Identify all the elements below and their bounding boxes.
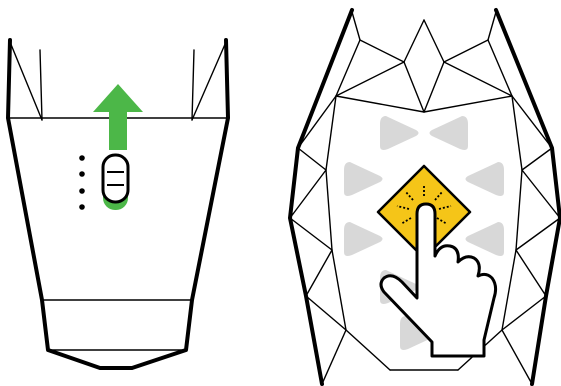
dot-3 bbox=[79, 188, 85, 194]
dot-indicators bbox=[79, 155, 85, 210]
left-device bbox=[6, 38, 230, 370]
dot-4 bbox=[79, 204, 85, 210]
up-arrow-icon bbox=[93, 84, 143, 150]
left-device-outline bbox=[6, 38, 230, 370]
hint-arrow-bottom-right bbox=[400, 316, 439, 350]
press-burst-icon bbox=[396, 184, 452, 225]
hint-arrow-mid-right bbox=[465, 162, 504, 196]
hint-arrow-low-right bbox=[465, 222, 504, 256]
hint-arrow-top-right bbox=[429, 116, 468, 150]
hint-arrow-mid-left bbox=[344, 162, 383, 196]
right-device bbox=[288, 8, 561, 386]
dot-1 bbox=[79, 155, 85, 161]
pointing-hand-icon bbox=[379, 202, 498, 358]
hint-arrow-low-left bbox=[344, 222, 383, 256]
right-device-facets bbox=[289, 11, 561, 385]
slide-switch-icon bbox=[101, 153, 130, 210]
dot-2 bbox=[79, 171, 85, 177]
hint-arrow-top-left bbox=[380, 116, 419, 150]
